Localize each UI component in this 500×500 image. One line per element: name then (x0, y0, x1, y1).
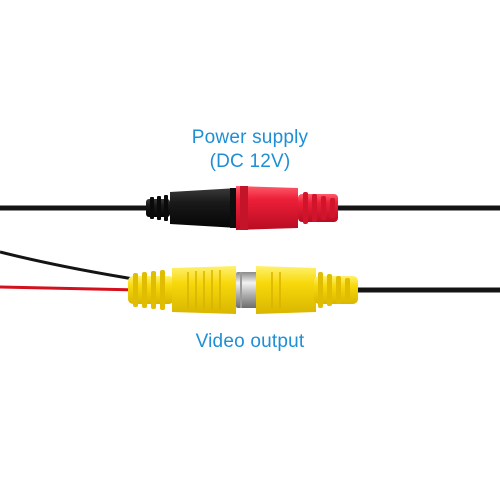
power-cable-assembly (0, 186, 500, 230)
black-signal-wire (0, 250, 141, 282)
rca-metal-sleeve (236, 272, 258, 308)
black-dc-plug-body (170, 188, 238, 228)
red-socket-strain-relief (298, 192, 338, 224)
video-output-label: Video output (195, 331, 305, 352)
video-cable-assembly (0, 250, 500, 314)
left-yellow-strain-relief (128, 270, 174, 310)
red-dc-socket-body (236, 186, 298, 230)
yellow-rca-jack-body (256, 266, 316, 314)
power-supply-label: Power supply (191, 127, 309, 148)
power-voltage-label: (DC 12V) (209, 151, 291, 172)
red-power-wire (0, 285, 141, 292)
right-yellow-strain-relief (314, 272, 358, 308)
black-plug-strain-relief (146, 195, 170, 221)
